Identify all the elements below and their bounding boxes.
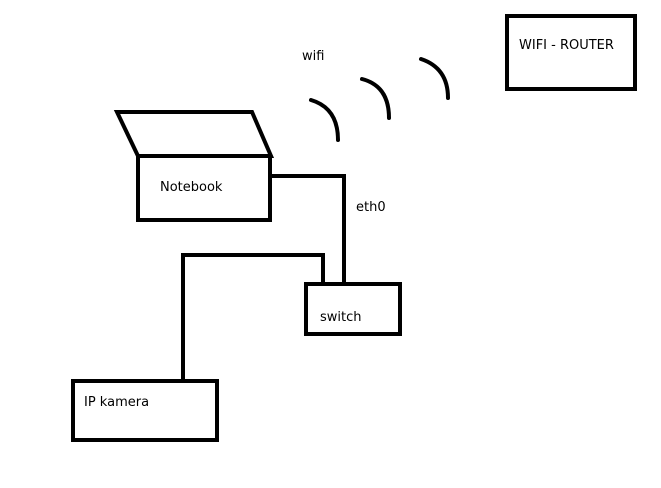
switch-label: switch [320,310,362,325]
eth0-label: eth0 [356,200,386,215]
router-box [505,14,637,91]
switch-box [304,282,402,336]
eth0-cable [268,174,346,283]
notebook-screen [113,110,275,158]
ip-camera-label: IP kamera [84,395,150,410]
notebook-label: Notebook [160,180,223,195]
wifi-label: wifi [302,49,325,64]
notebook-box [136,154,272,222]
camera-cable [181,253,325,383]
wifi-signal-icon [309,57,450,142]
router-label: WIFI - ROUTER [519,38,614,53]
ip-camera-box [71,379,219,442]
